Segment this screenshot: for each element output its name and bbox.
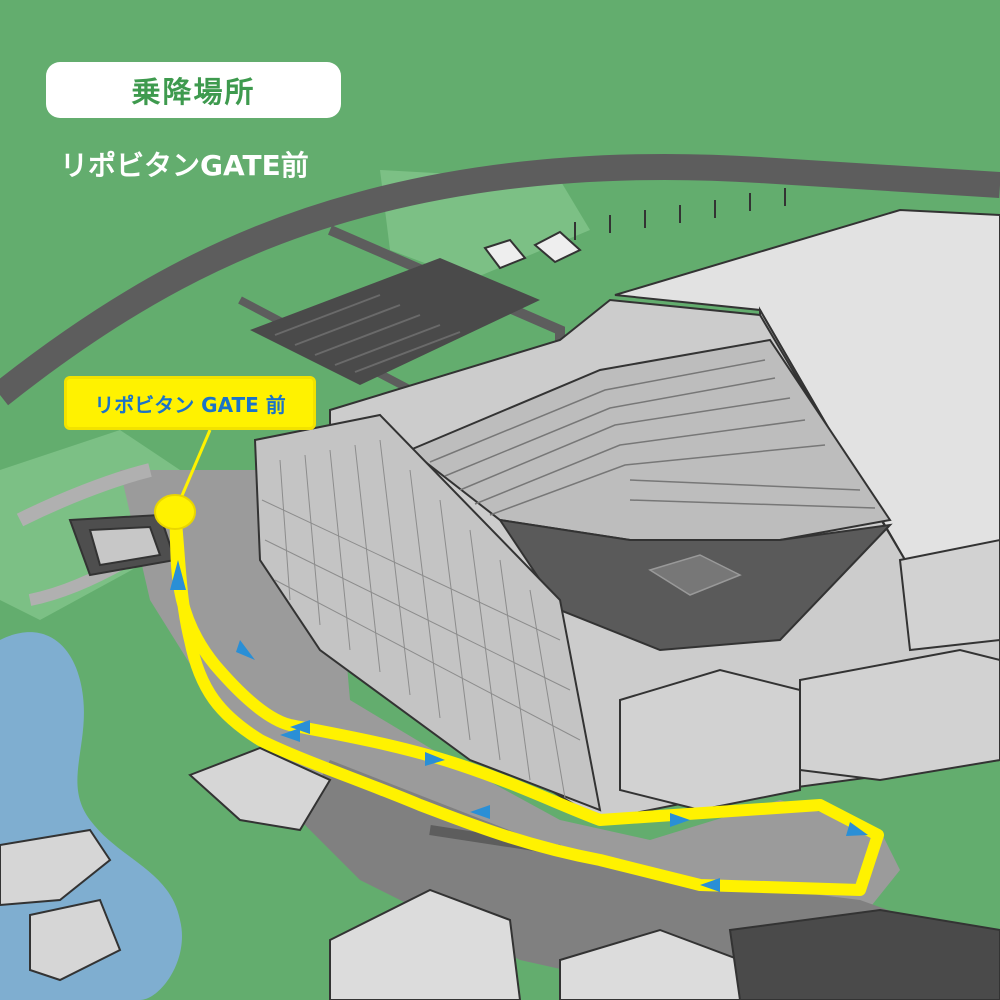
- parking-lines: [274, 294, 461, 373]
- direction-arrow-icon: [236, 640, 255, 660]
- callout-label: リポビタン GATE 前: [94, 392, 286, 417]
- direction-arrows: [170, 560, 868, 892]
- parking-lot: [250, 258, 540, 385]
- direction-arrow-icon: [425, 752, 445, 766]
- direction-arrow-icon: [670, 813, 690, 827]
- pin-marker-icon: [154, 494, 196, 530]
- direction-arrow-icon: [280, 728, 300, 742]
- park-path: [16, 463, 152, 527]
- facade-grid: [261, 439, 581, 799]
- category-label-box: 乗降場所: [46, 62, 341, 118]
- direction-arrow-icon: [846, 822, 868, 836]
- tree-posts: [574, 188, 786, 240]
- small-building: [0, 746, 332, 982]
- direction-arrow-icon: [290, 720, 310, 734]
- seat-rows: [429, 359, 876, 516]
- annex-building: [619, 538, 1000, 812]
- drop-off-route: [169, 506, 884, 896]
- infield: [648, 554, 742, 596]
- mini-field: [68, 513, 177, 577]
- bottom-building: [329, 888, 741, 1000]
- tents: [483, 230, 582, 270]
- pond: [0, 632, 182, 1000]
- arterial-road: [0, 153, 1000, 406]
- location-name: リポビタンGATE前: [60, 149, 309, 182]
- dark-structure: [728, 908, 1000, 1000]
- callout-leader: [176, 429, 212, 506]
- direction-arrow-icon: [170, 560, 186, 590]
- pickup-point-callout[interactable]: リポビタン GATE 前: [64, 376, 316, 430]
- category-label: 乗降場所: [131, 75, 256, 109]
- direction-arrow-icon: [470, 805, 490, 819]
- direction-arrow-icon: [700, 878, 720, 892]
